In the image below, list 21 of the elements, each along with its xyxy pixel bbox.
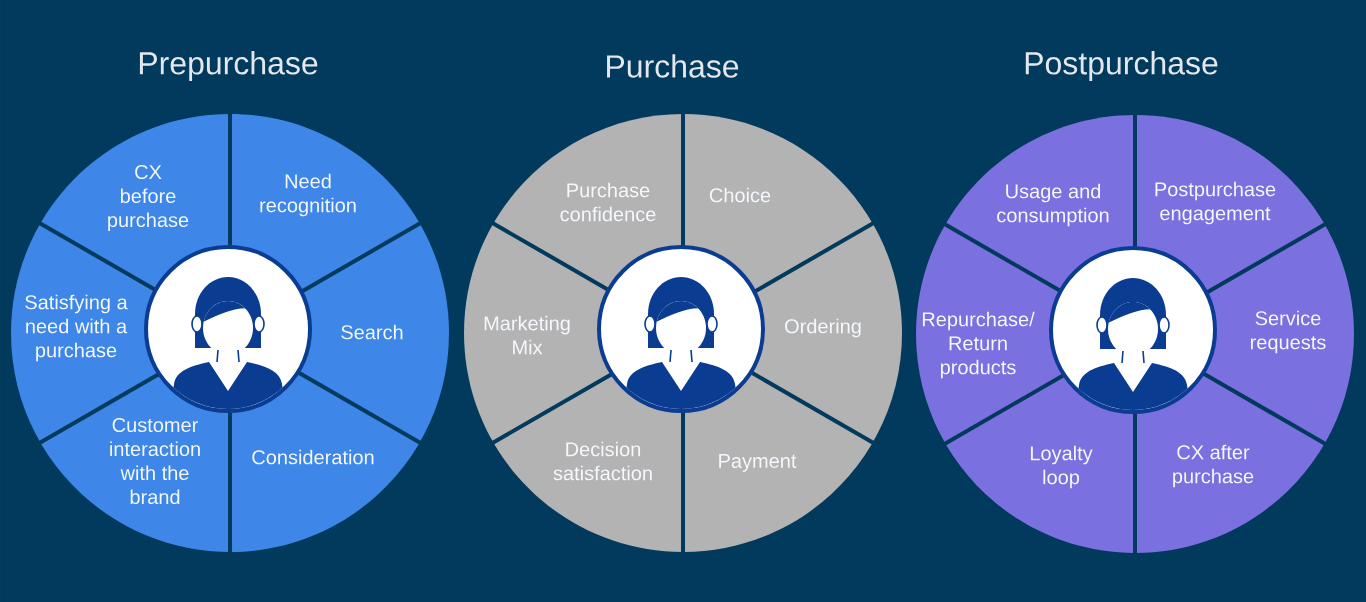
segment-label: Marketing Mix (484, 315, 570, 355)
segment-label: CX before purchase (108, 164, 189, 232)
segment-label: Repurchase/ Return products (922, 311, 1035, 379)
segment-label: CX after purchase (1173, 444, 1254, 488)
segment-label: Usage and consumption (997, 183, 1109, 227)
segment-label: Payment (719, 454, 797, 472)
heading: Prepurchase (139, 51, 318, 81)
segment-label: Satisfying a need with a purchase (25, 294, 128, 362)
segment-label: Choice (709, 187, 771, 203)
heading: Purchase (607, 54, 739, 78)
segment-label: Loyalty loop (1030, 445, 1093, 489)
segment-label: Ordering (785, 318, 861, 338)
segment-label: Consideration (252, 449, 374, 465)
segment-label: Purchase confidence (560, 182, 656, 222)
segment-label: Customer interaction with the brand (110, 417, 200, 505)
segment-label: Search (341, 324, 403, 340)
heading: Postpurchase (1025, 51, 1218, 81)
segment-label: Decision satisfaction (553, 441, 652, 481)
segment-label: Postpurchase engagement (1155, 181, 1276, 225)
segment-label: Service requests (1250, 310, 1326, 354)
segment-label: Need recognition (260, 173, 356, 217)
